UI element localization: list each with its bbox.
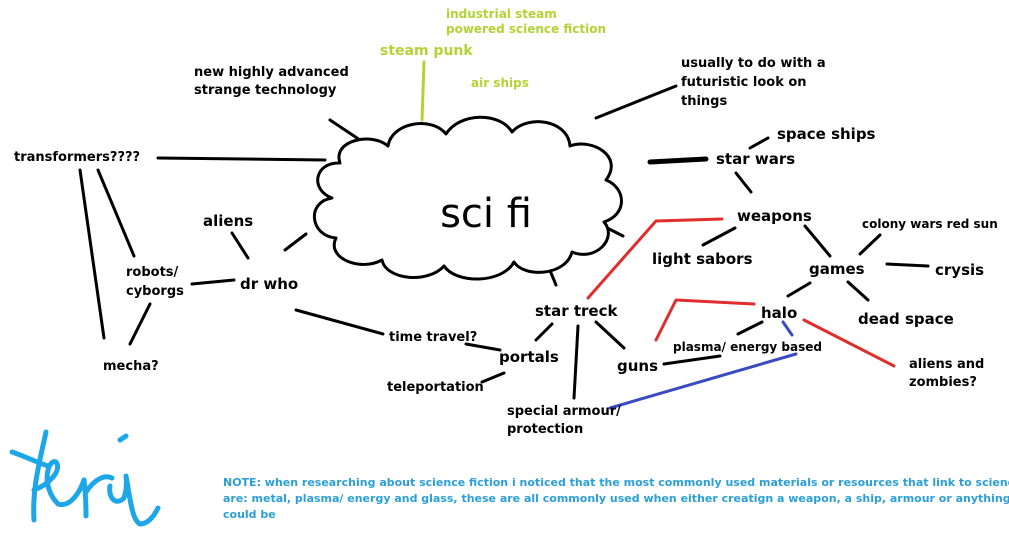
line-transformers-mecha: [78, 168, 106, 340]
star-wars-label: star wars: [716, 150, 795, 168]
dead-space-label: dead space: [858, 310, 954, 328]
line-transformers: [156, 156, 327, 162]
line-dr-who-time-travel: [294, 308, 385, 336]
line-games-halo: [786, 281, 812, 298]
industrial-steam-text-2: powered science fiction: [446, 22, 606, 36]
new-tech-text: new highly advanced: [194, 65, 349, 80]
aliens-zombies-text-2: zombies?: [909, 375, 977, 390]
new-tech-text-2: strange technology: [194, 83, 337, 98]
line-sci-fi-dr-who: [283, 232, 308, 252]
robots-text: robots/: [126, 265, 179, 280]
time-travel-label: time travel?: [389, 330, 477, 345]
line-red-halo-aliens: [802, 318, 896, 368]
steam-punk-label: steam punk: [380, 43, 473, 59]
armour-text: special armour/: [507, 404, 621, 419]
weapons-label: weapons: [737, 207, 812, 225]
futuristic-text-2: futuristic look on: [681, 75, 807, 90]
line-robots-mecha: [128, 302, 152, 346]
futuristic-text-3: things: [681, 94, 727, 109]
note-text-3: could be: [223, 508, 276, 521]
mecha-label: mecha?: [103, 359, 159, 374]
portals-label: portals: [499, 348, 559, 366]
line-star-treck-portals: [534, 322, 554, 342]
star-treck-label: star treck: [535, 302, 618, 320]
armour-text-2: protection: [507, 422, 583, 437]
line-halo-plasma: [736, 320, 764, 336]
note-text: NOTE: when researching about science fic…: [223, 476, 1009, 489]
guns-label: guns: [617, 357, 658, 375]
halo-label: halo: [761, 304, 797, 322]
line-colony-games: [858, 233, 882, 256]
plasma-label: plasma/ energy based: [673, 340, 822, 354]
line-blue-halo-plasma: [781, 320, 794, 337]
games-label: games: [809, 260, 865, 278]
line-space-ships: [748, 136, 770, 150]
line-star-wars-weapons: [734, 171, 753, 194]
signature-scribble: [9, 429, 161, 527]
industrial-steam-text: industrial steam: [446, 7, 557, 21]
robots-text-2: cyborgs: [126, 284, 184, 299]
line-time-travel-portals: [464, 342, 502, 352]
line-weapons-light-sabors: [701, 226, 737, 247]
crysis-label: crysis: [935, 261, 984, 279]
line-futuristic: [594, 84, 678, 120]
line-steam-punk: [420, 60, 426, 122]
transformers-label: transformers????: [14, 150, 140, 165]
line-red-halo-guns: [654, 298, 756, 342]
line-portals-teleportation: [480, 371, 506, 384]
line-star-treck-armour: [572, 324, 580, 400]
light-sabors-label: light sabors: [652, 250, 753, 268]
aliens-label: aliens: [203, 212, 253, 230]
line-plasma-guns: [662, 354, 722, 366]
note-text-2: are: metal, plasma/ energy and glass, th…: [223, 492, 1009, 505]
line-games-dead-space: [846, 280, 870, 302]
futuristic-text: usually to do with a: [681, 56, 826, 71]
sci-fi-cloud: sci fi: [313, 115, 623, 281]
line-games-crysis: [885, 262, 930, 268]
teleportation-label: teleportation: [387, 380, 484, 395]
line-weapons-games: [803, 224, 832, 258]
line-star-treck-guns: [594, 320, 626, 350]
colony-wars-label: colony wars red sun: [862, 217, 998, 231]
sci-fi-label: sci fi: [440, 191, 532, 237]
air-ships-label: air ships: [471, 76, 529, 90]
line-red-weapons-star-treck: [586, 217, 724, 300]
dr-who-label: dr who: [240, 275, 298, 293]
aliens-zombies-text: aliens and: [909, 357, 984, 372]
space-ships-label: space ships: [777, 125, 876, 143]
line-aliens-dr-who: [230, 231, 250, 260]
line-transformers-robots: [96, 168, 136, 258]
connector-lines: [78, 60, 930, 410]
line-robots-dr-who: [190, 278, 236, 286]
line-blue-plasma-armour: [608, 352, 798, 410]
line-star-wars: [647, 156, 709, 165]
